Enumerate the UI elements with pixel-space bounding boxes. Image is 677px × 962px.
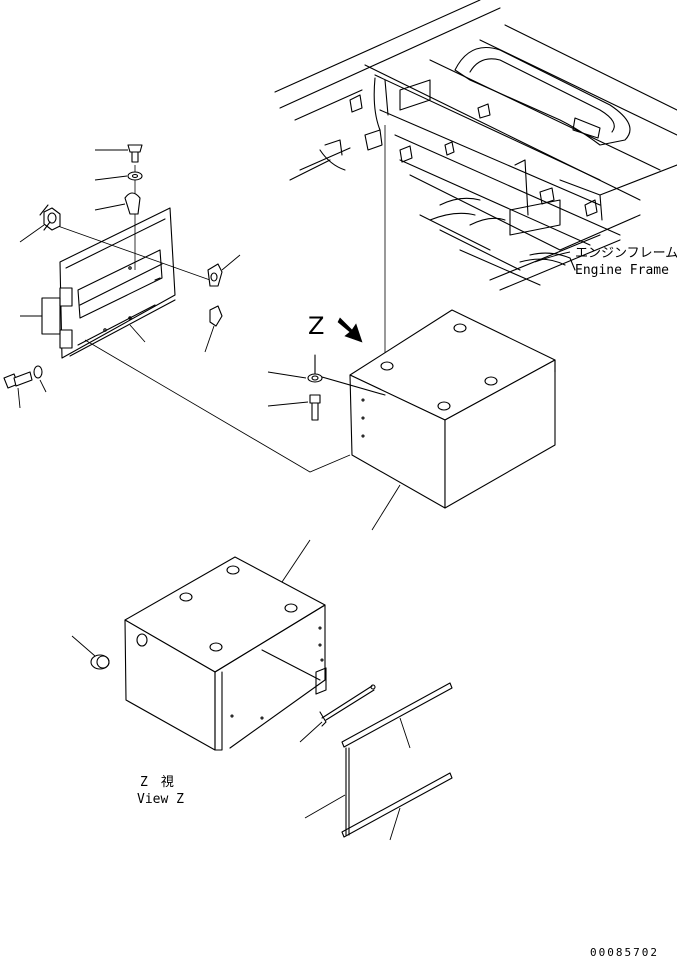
engine-frame-label-jp: エンジンフレーム xyxy=(575,246,677,261)
bolt-washer-left xyxy=(3,365,47,409)
cover-pin-set xyxy=(94,144,143,215)
drawing-number: 00085702 xyxy=(590,946,659,959)
battery-box xyxy=(314,309,556,509)
cover-guide xyxy=(84,339,351,473)
cover-leader xyxy=(129,324,146,343)
rubber-strips xyxy=(304,682,453,841)
box-leader xyxy=(371,484,401,531)
engine-frame xyxy=(274,0,677,291)
battery-box-view-z xyxy=(124,556,327,751)
latch-knob xyxy=(19,204,61,243)
drain-plug xyxy=(71,635,110,670)
view-z-label-en: View Z xyxy=(137,792,184,807)
latch-guide xyxy=(54,224,211,281)
view-z-marker: Z xyxy=(308,312,324,340)
cover-plate xyxy=(41,207,176,359)
engine-frame-leader xyxy=(534,251,571,263)
retaining-rod xyxy=(299,684,376,743)
view-z-box-leader xyxy=(281,539,311,583)
view-z-arrow-icon xyxy=(337,317,363,343)
view-z-label-jp: Z 視 xyxy=(140,775,174,790)
bolt-washer-right xyxy=(267,371,323,421)
catch-parts xyxy=(204,254,241,353)
engine-frame-label-en: Engine Frame xyxy=(575,263,669,278)
